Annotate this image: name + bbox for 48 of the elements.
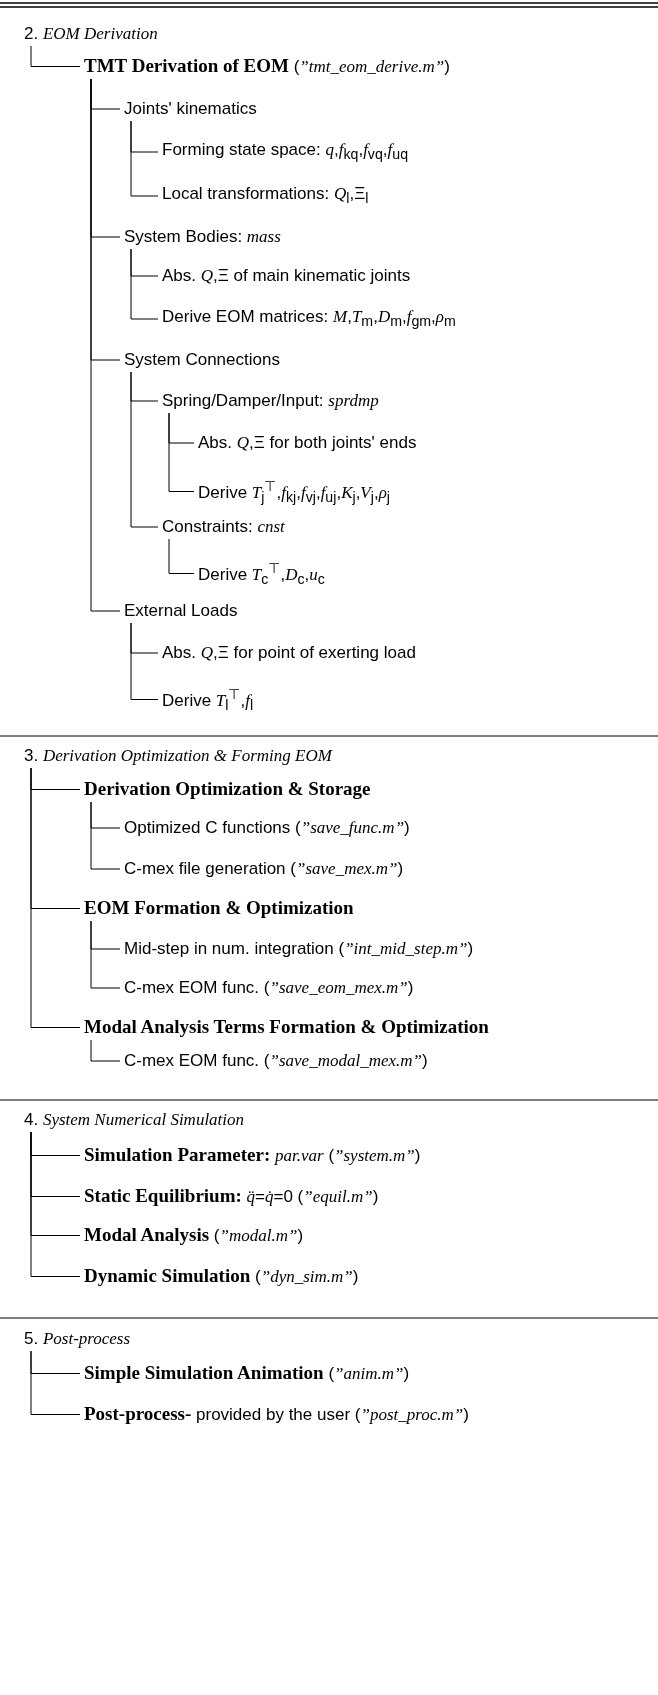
tree-item-label: Local transformations: Q$_{l}$,Ξ$_{l}$ bbox=[162, 184, 369, 209]
tree-item-label: Derive T$_{j}$$^{⊤}$,f$_{kj}$,f$_{vj}$,f$_{uj}$,K$_{j}$,V$_{j}$,ρ$_{j}$ bbox=[198, 476, 390, 508]
tree-connector bbox=[130, 248, 159, 320]
tree-item-label: Derivation Optimization & Storage bbox=[84, 779, 371, 800]
tree-item-label: System Connections bbox=[124, 350, 280, 370]
tree-item-label: C-mex file generation (”save_mex.m”) bbox=[124, 859, 404, 879]
section-heading: 5. Post-process bbox=[24, 1329, 131, 1349]
tree-connector bbox=[90, 801, 121, 870]
tree-item-label: External Loads bbox=[124, 601, 238, 621]
tree-item-label: EOM Formation & Optimization bbox=[84, 898, 354, 919]
tree-connector bbox=[168, 538, 195, 574]
tree-connector bbox=[90, 78, 121, 612]
tree-connector bbox=[30, 767, 81, 1028]
tree-item-label: Abs. Q,Ξ for point of exerting load bbox=[162, 643, 416, 663]
tree-item-label: Modal Analysis (”modal.m”) bbox=[84, 1225, 304, 1246]
tree-item-label: Abs. Q,Ξ of main kinematic joints bbox=[162, 266, 411, 286]
tree-item-label: Abs. Q,Ξ for both joints' ends bbox=[198, 433, 417, 453]
tree-item-label: Spring/Damper/Input: sprdmp bbox=[162, 391, 379, 411]
tree-item-label: System Bodies: mass bbox=[124, 227, 281, 247]
tree-connector bbox=[130, 120, 159, 197]
tree-item-label: Simple Simulation Animation (”anim.m”) bbox=[84, 1363, 410, 1384]
tree-item-label: TMT Derivation of EOM (”tmt_eom_derive.m”) bbox=[84, 56, 450, 77]
tree-connector bbox=[168, 412, 195, 492]
tree-item-label: Static Equilibrium: q̈=q̇=0 (”equil.m”) bbox=[84, 1186, 379, 1207]
tree-connector bbox=[90, 1039, 121, 1062]
tree-item-label: Optimized C functions (”save_func.m”) bbox=[124, 818, 410, 838]
tree-item-label: Forming state space: q,f$_{kq}$,f$_{vq}$,f$_{uq}$ bbox=[162, 140, 409, 165]
tree-item-label: C-mex EOM func. (”save_eom_mex.m”) bbox=[124, 978, 414, 998]
section-heading: 3. Derivation Optimization & Forming EOM bbox=[24, 746, 332, 766]
tree-connector bbox=[130, 622, 159, 700]
tree-item-label: Constraints: cnst bbox=[162, 517, 285, 537]
section-heading: 4. System Numerical Simulation bbox=[24, 1110, 245, 1130]
tree-item-label: Post-process- provided by the user (”post_proc.m”) bbox=[84, 1404, 469, 1425]
tree-item-label: Modal Analysis Terms Formation & Optimization bbox=[84, 1017, 489, 1038]
tree-connector bbox=[30, 1350, 81, 1415]
tree-item-label: Derive EOM matrices: M,T$_{m}$,D$_{m}$,f$_{gm}$,ρ$_{m}$ bbox=[162, 307, 456, 332]
tree-connector bbox=[30, 45, 81, 67]
tree-item-label: Derive T$_{l}$$^{⊤}$,f$_{l}$ bbox=[162, 684, 254, 716]
tree-item-label: Joints' kinematics bbox=[124, 99, 257, 119]
tree-item-label: Dynamic Simulation (”dyn_sim.m”) bbox=[84, 1266, 359, 1287]
tree-connector bbox=[130, 371, 159, 528]
tree-connector bbox=[90, 920, 121, 989]
tree-item-label: Simulation Parameter: par.var (”system.m”) bbox=[84, 1145, 421, 1166]
tree-item-label: C-mex EOM func. (”save_modal_mex.m”) bbox=[124, 1051, 428, 1071]
tree-item-label: Mid-step in num. integration (”int_mid_step.m”) bbox=[124, 939, 474, 959]
section-heading: 2. EOM Derivation bbox=[24, 24, 158, 44]
tree-connector bbox=[30, 1131, 81, 1277]
tree-item-label: Derive T$_{c}$$^{⊤}$,D$_{c}$,u$_{c}$ bbox=[198, 558, 325, 590]
